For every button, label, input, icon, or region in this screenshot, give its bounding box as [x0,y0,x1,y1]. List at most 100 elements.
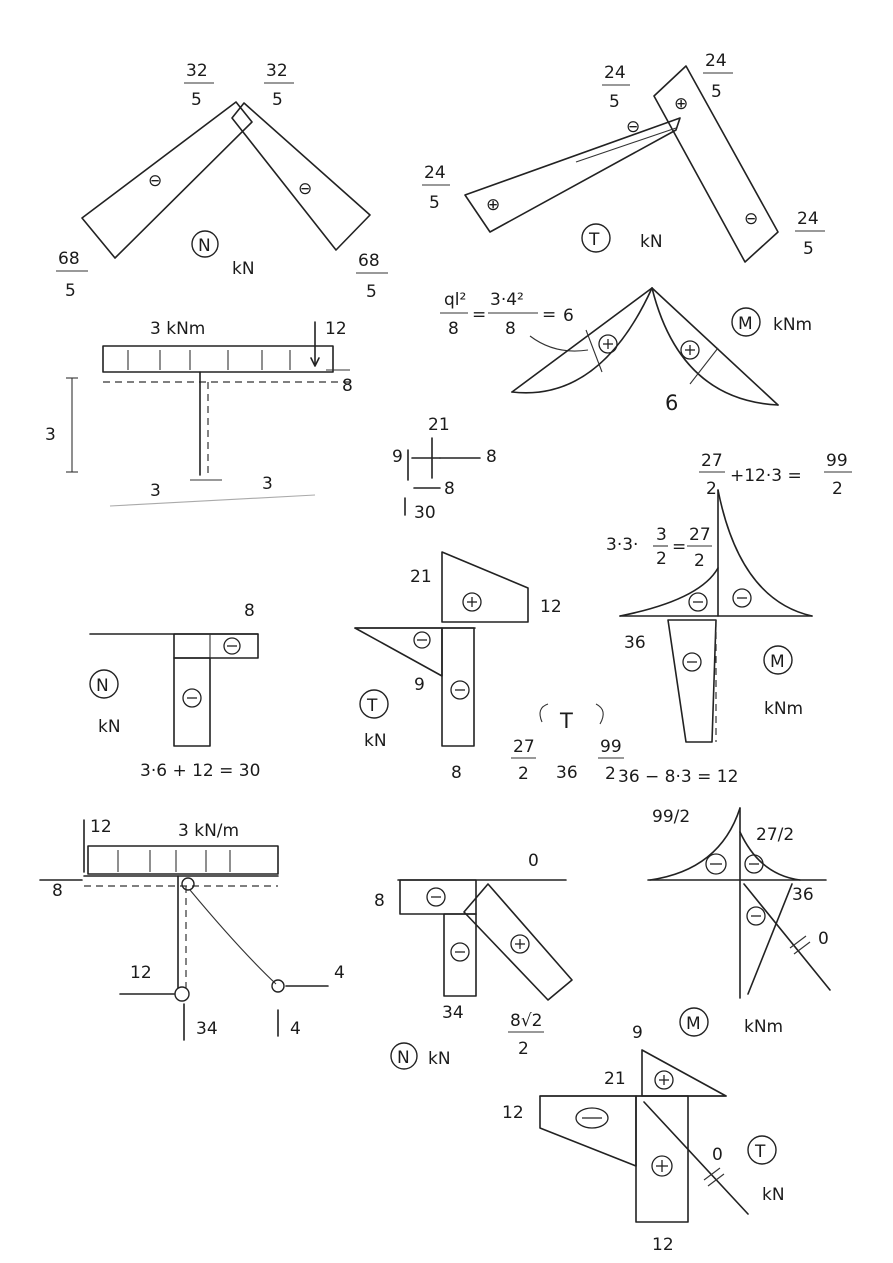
horizontal-load-value: 8 [342,376,353,396]
zero-tick-1 [789,935,807,949]
bottom-value: 12 [652,1235,674,1255]
right-value: 12 [540,597,562,617]
left-top-denominator: 5 [191,90,202,110]
moment-diagram-parabolic: ql² 8 = 3·4² 8 = 6 6 M kNm [440,287,812,415]
support-left [174,986,190,1002]
left-ordinate [585,329,603,373]
value-top-left-numerator: 24 [604,63,626,83]
left-parabola [511,287,653,394]
title-circle [679,1007,709,1037]
minus-sign-column [450,942,470,962]
minus-sign-3 [746,906,766,926]
formula-ql2: ql² [444,290,466,310]
tie-cable [189,889,277,985]
center-value: 36 [556,763,578,783]
normal-force-diagram-tie: 0 8 34 8√2 2 N kN [374,851,573,1070]
minus-sign-mid: ⊖ [626,117,640,137]
joint-reactions-sketch: 21 9 8 8 30 [392,415,497,523]
left-curve [619,567,719,617]
bottom-formula: 36 − 8·3 = 12 [618,767,738,787]
shear-force-diagram-tie: 9 21 12 0 12 T kN [502,1023,785,1255]
minus-sign-beam [223,637,241,655]
diagram-title-m: M [738,314,753,334]
unit-label: kN [98,717,121,737]
hinge-top [181,877,195,891]
minus-sign-2 [744,854,764,874]
load-block [102,345,334,373]
unit-label: kN [428,1049,451,1069]
column-moment-line [747,883,793,995]
span-right-value: 3 [262,474,273,494]
point-load-arrowhead [310,357,320,367]
title-circle [89,669,119,699]
right-inclined-member [231,102,371,251]
formula-den-a: 8 [448,319,459,339]
right-bottom-numerator: 68 [358,251,380,271]
plus-sign-top: ⊕ [674,94,688,114]
right-curve [717,489,813,617]
right-top-denominator: 5 [272,90,283,110]
left-reaction-h: 12 [130,963,152,983]
value-36: 36 [792,885,814,905]
frame-schematic: 3 kNm 12 8 3 3 3 [45,319,353,507]
title-circle [390,1042,418,1070]
title-circle [581,223,611,253]
right-curve [739,831,801,881]
height-value: 3 [45,425,56,445]
bottom-right-den: 2 [518,1039,529,1059]
column-moment-trapezoid [667,619,717,743]
span-left-value: 3 [150,481,161,501]
diagram-title-m: M [770,652,785,672]
bottom-formula: 3·6 + 12 = 30 [140,761,260,781]
horizontal-load-value: 8 [52,881,63,901]
left-formula: 3·3· [606,535,638,555]
point-load-value: 12 [325,319,347,339]
shear-positive-trapezoid [441,551,529,623]
top-res-num: 99 [826,451,848,471]
plus-sign-column [651,1155,673,1177]
normal-force-diagram-frame: 8 N kN 3·6 + 12 = 30 [89,601,260,781]
right-value: 27/2 [756,825,794,845]
moment-diagram-cusp: 27 2 +12·3 = 99 2 3·3· 3 2 = 27 2 36 36 … [606,451,852,787]
bottom-value: 6 [665,391,678,415]
frame-with-tie-schematic: 12 3 kN/m 8 12 34 4 4 [39,817,345,1041]
zero-tick-2 [707,1173,725,1187]
diagram-title-n: N [397,1048,410,1068]
left-reaction-v: 34 [196,1019,218,1039]
minus-sign-tri [413,631,431,649]
unit-label: kNm [744,1017,783,1037]
right-num: 99 [600,737,622,757]
joint-letter: T [559,709,573,733]
point-load-value: 12 [90,817,112,837]
reaction-left: 9 [392,447,403,467]
plus-sign-left [598,334,618,354]
crossing-line [575,127,677,163]
minus-sign-3 [682,652,702,672]
value-top-left-denominator: 5 [609,92,620,112]
shear-force-diagram-inclined: 24 5 24 5 24 5 24 5 ⊕ ⊖ ⊕ ⊖ T kN [422,51,825,263]
normal-column-band [443,913,477,997]
left-curve [649,807,741,881]
minus-sign-right: ⊖ [298,179,312,199]
plus-sign-right [680,340,700,360]
left-bottom-numerator: 68 [58,249,80,269]
leader-line [529,335,589,352]
diagram-title-t: T [366,696,378,716]
reaction-vertical: 30 [414,503,436,523]
left-frac-den: 2 [656,549,667,569]
minus-sign-2 [732,588,752,608]
joint-equilibrium-sketch: T 27 2 36 99 2 [511,703,624,784]
shear-force-diagram-frame: 21 12 9 8 T kN [354,551,562,783]
left-value: 99/2 [652,807,690,827]
bottom-right-num: 8√2 [510,1011,542,1031]
top-num-27: 27 [701,451,723,471]
zero-value: 0 [818,929,829,949]
shear-column-band [441,627,475,747]
equals-2: = [542,305,556,325]
diagram-title-m: M [686,1014,701,1034]
right-parabola [651,287,779,406]
normal-beam-band [173,633,259,659]
right-bottom-denominator: 5 [366,282,377,302]
left-chord [511,287,653,393]
